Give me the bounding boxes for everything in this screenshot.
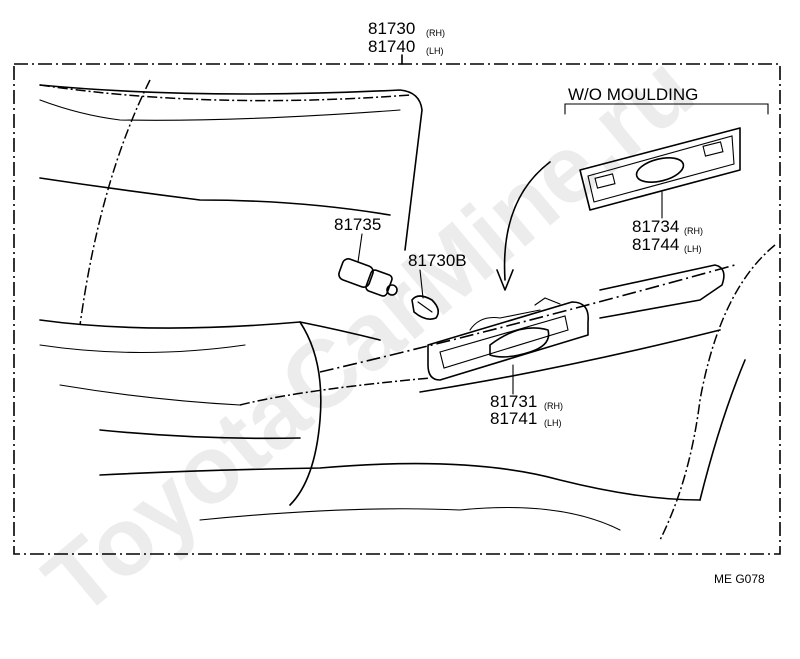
leader-81735 xyxy=(357,233,363,263)
label-81740-side: (LH) xyxy=(426,46,444,56)
label-81740-number: 81740 xyxy=(368,37,415,56)
watermark-text: ToyotaCarMine.ru xyxy=(25,34,713,636)
label-81744-side: (LH) xyxy=(684,244,702,254)
label-81731-number: 81731 xyxy=(490,392,537,411)
a-pillar-line xyxy=(79,79,151,326)
rear-arch-inner xyxy=(699,359,746,501)
label-81734-side: (RH) xyxy=(684,226,703,236)
side-moulding-lower xyxy=(419,329,721,393)
body-crease-line xyxy=(319,264,736,373)
side-marker-lamp xyxy=(427,297,589,381)
label-81731-side: (RH) xyxy=(544,401,563,411)
rear-arch-line xyxy=(659,244,776,541)
label-81730B-number: 81730B xyxy=(408,251,467,270)
label-81730-side: (RH) xyxy=(426,28,445,38)
fender-to-door xyxy=(299,321,381,341)
side-moulding xyxy=(599,264,725,319)
label-81741-side: (LH) xyxy=(544,418,562,428)
bulb-81735 xyxy=(338,258,398,297)
lower-skirt xyxy=(199,506,621,531)
bumper-line xyxy=(99,429,301,440)
label-81734-number: 81734 xyxy=(632,217,679,236)
moulding-panel xyxy=(579,127,741,211)
windshield-edge xyxy=(39,84,423,251)
section-label: W/O MOULDING xyxy=(568,85,698,104)
label-81744-number: 81744 xyxy=(632,235,679,254)
label-81730-number: 81730 xyxy=(368,19,415,38)
bulb-81730B xyxy=(411,295,440,320)
hood-crease xyxy=(39,177,391,216)
install-arrow-head xyxy=(496,269,514,291)
lower-crease xyxy=(239,377,431,406)
leader-81730B xyxy=(419,269,424,299)
install-arrow xyxy=(503,161,551,281)
frame-border xyxy=(13,63,781,555)
label-81741-number: 81741 xyxy=(490,409,537,428)
moulding-bracket xyxy=(564,103,769,115)
front-lower-line xyxy=(59,384,241,406)
fender-top-line xyxy=(39,319,301,329)
figure-code: ME G078 xyxy=(714,572,765,586)
windshield-edge-dashed xyxy=(39,84,411,102)
fender-edge xyxy=(289,321,322,506)
label-81735-number: 81735 xyxy=(334,215,381,234)
hood-line xyxy=(39,99,401,121)
fender-lower-line xyxy=(39,344,246,354)
rocker-line xyxy=(99,462,701,501)
